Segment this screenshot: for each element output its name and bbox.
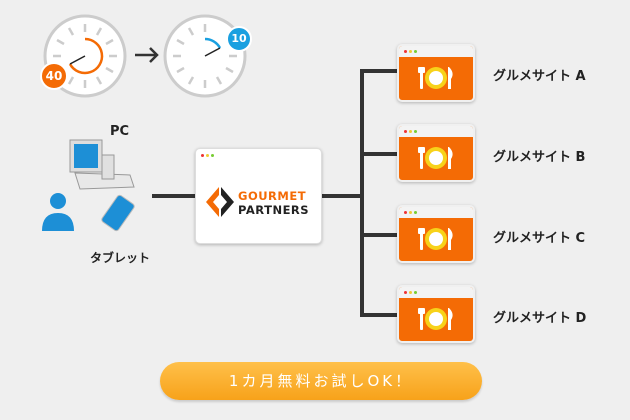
site-c-label: グルメサイト C [493, 231, 586, 246]
before-minutes-badge: 40 [40, 62, 68, 90]
tablet-label: タブレット [90, 251, 151, 265]
clock-comparison [43, 14, 247, 98]
site-a-label: グルメサイト A [493, 69, 586, 84]
connector-line [360, 69, 398, 73]
gourmet-partners-window: GOURMET PARTNERS [195, 148, 322, 244]
gourmet-partners-logo-icon [206, 187, 234, 217]
site-d-label: グルメサイト D [493, 311, 587, 326]
connector-line [360, 152, 398, 156]
plate-cutlery-icon [418, 228, 453, 250]
connector-line [360, 233, 398, 237]
brand-line-1: GOURMET [238, 189, 307, 203]
after-minutes-badge: 10 [226, 26, 252, 52]
connector-line [360, 313, 398, 317]
gourmet-site-d-window [397, 285, 475, 343]
clock-after-icon [163, 14, 247, 98]
plate-cutlery-icon [418, 147, 453, 169]
gourmet-site-a-window [397, 44, 475, 102]
free-trial-button[interactable]: 1カ月無料お試しOK！ [160, 362, 482, 400]
gourmet-site-c-window [397, 205, 475, 263]
connector-line [152, 194, 196, 198]
gourmet-site-b-window [397, 124, 475, 182]
site-b-label: グルメサイト B [493, 150, 586, 165]
connector-line [320, 194, 362, 198]
pc-label: PC [110, 124, 130, 139]
plate-cutlery-icon [418, 308, 453, 330]
connector-line [360, 69, 364, 317]
brand-line-2: PARTNERS [238, 203, 310, 217]
arrow-right-icon [135, 47, 159, 63]
pc-icon [69, 139, 135, 190]
person-icon [42, 193, 74, 231]
tablet-icon [101, 194, 135, 232]
plate-cutlery-icon [418, 67, 453, 89]
devices-illustration [42, 139, 135, 232]
